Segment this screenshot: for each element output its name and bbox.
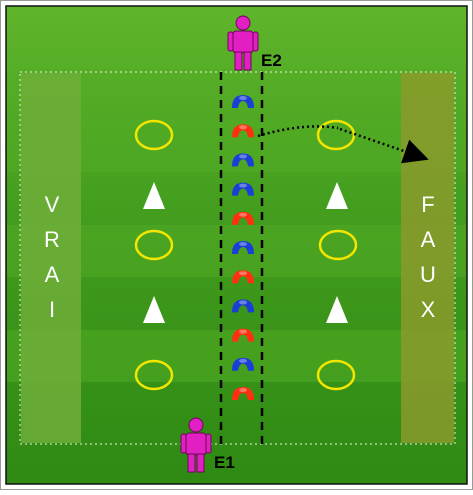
disc-cone-icon: [232, 182, 254, 196]
disc-cone-icon: [232, 95, 254, 108]
playing-area-outline: [19, 71, 456, 445]
movement-path: [257, 125, 339, 138]
person-icon: [227, 15, 259, 71]
triangle-marker-icon: [326, 182, 348, 209]
disc-cone-icon: [232, 270, 254, 284]
disc-cone-icon: [232, 153, 254, 167]
zone-letter: F: [421, 192, 434, 217]
disc-cone-icon: [232, 124, 254, 138]
player-e2: E2: [227, 15, 282, 71]
cone-column: [232, 95, 254, 400]
zone-letter: A: [421, 227, 436, 252]
hoop-icon: [134, 359, 174, 391]
hoop-icon: [316, 359, 356, 391]
zone-letter: U: [420, 262, 436, 287]
hoop-icon: [318, 229, 358, 261]
disc-cone-icon: [232, 357, 254, 371]
faux-zone: [401, 73, 454, 443]
zone-letter: X: [421, 297, 436, 322]
zone-letter: I: [49, 297, 55, 322]
disc-cone-icon: [232, 299, 254, 313]
zone-letter: A: [45, 262, 60, 287]
disc-cone-icon: [232, 387, 254, 400]
disc-cone-icon: [232, 211, 254, 225]
player-e1: E1: [180, 417, 235, 473]
triangle-marker-icon: [143, 296, 165, 323]
triangle-marker-icon: [326, 296, 348, 323]
hoop-icon: [134, 119, 174, 151]
player-label: E1: [214, 453, 235, 472]
person-icon: [180, 417, 212, 473]
disc-cone-icon: [232, 241, 254, 254]
hoop-icon: [134, 229, 174, 261]
triangle-marker-icon: [143, 182, 165, 209]
player-label: E2: [261, 51, 282, 70]
disc-cone-icon: [232, 328, 254, 342]
vrai-zone: [21, 73, 81, 443]
zone-letter: V: [45, 192, 60, 217]
zone-letter: R: [44, 227, 60, 252]
